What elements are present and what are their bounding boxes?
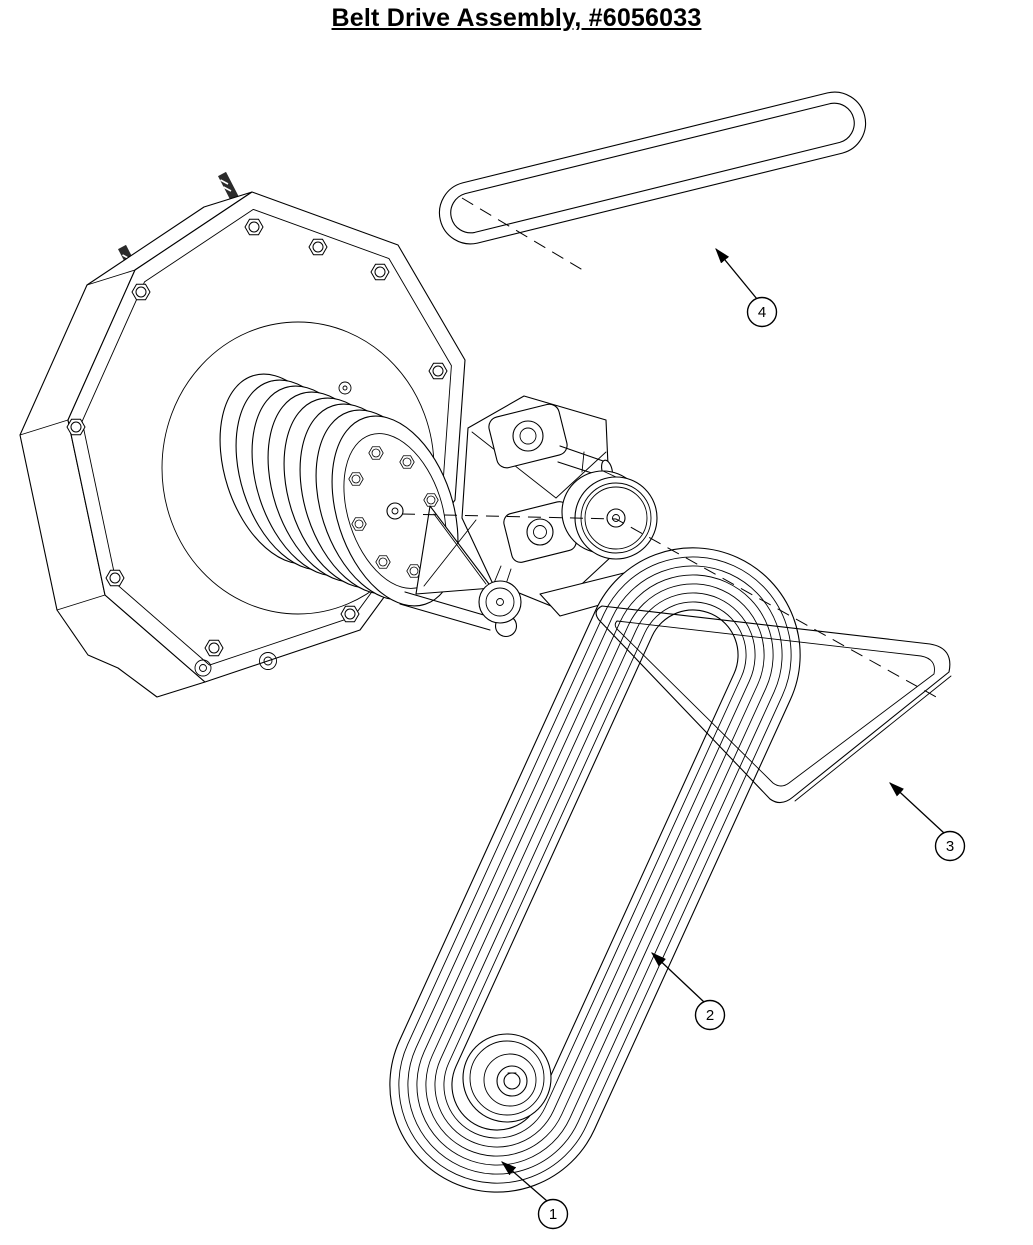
diagram-title: Belt Drive Assembly, #6056033 (331, 4, 702, 32)
callout-1: 1 (501, 1161, 569, 1230)
callout-4: 4 (715, 247, 778, 328)
callout-circle (746, 296, 778, 328)
centerline-belt4 (461, 197, 587, 273)
callouts: 4 3 2 1 (501, 247, 966, 1230)
callout-number: 3 (946, 838, 954, 855)
faceplate-inner-flange (81, 208, 452, 666)
sheave-center-bore (386, 502, 404, 520)
callout-2: 2 (651, 952, 726, 1031)
idler-pulley (561, 470, 658, 560)
upper-bearing-block (488, 403, 568, 469)
callout-number: 1 (549, 1206, 557, 1223)
callout-arrow (501, 1161, 548, 1202)
belt-4 (438, 91, 867, 245)
callout-arrow (715, 247, 758, 300)
belt-2 (389, 547, 801, 1193)
callout-number: 4 (758, 304, 766, 321)
callout-3: 3 (889, 782, 966, 862)
bottom-pulley (462, 1033, 552, 1123)
belt-3 (595, 605, 952, 804)
drive-sheave (219, 373, 459, 607)
centerline-belt3 (401, 513, 939, 699)
callout-circle (934, 830, 966, 862)
callout-arrow (889, 782, 945, 834)
centerlines (401, 197, 939, 699)
callout-circle (694, 999, 726, 1031)
callout-number: 2 (706, 1007, 714, 1024)
callout-arrow (651, 952, 705, 1003)
guide-roller (478, 565, 522, 624)
callout-circle (537, 1198, 569, 1230)
